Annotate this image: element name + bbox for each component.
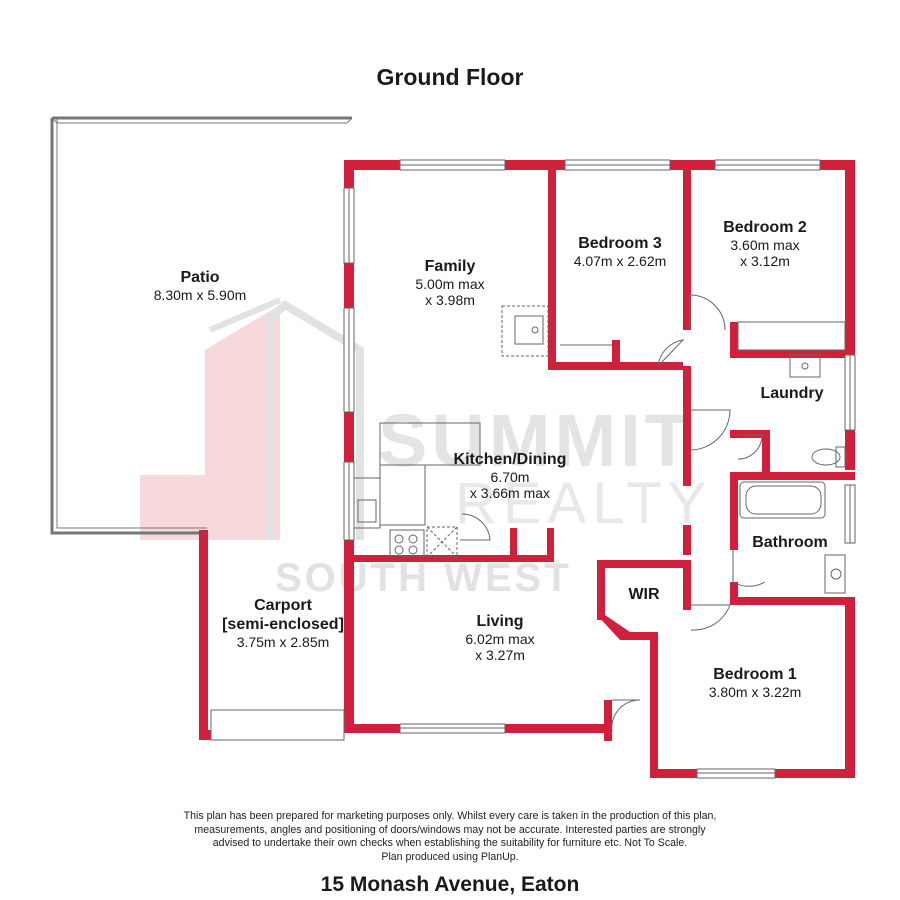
property-address: 15 Monash Avenue, Eaton [320, 873, 580, 896]
room-patio: Patio 8.30m x 5.90m [120, 268, 280, 303]
room-bathroom: Bathroom [740, 533, 840, 552]
room-bedroom-2: Bedroom 2 3.60m max x 3.12m [705, 218, 825, 269]
room-name: WIR [628, 586, 660, 603]
room-name: Carport [254, 597, 312, 614]
room-dimensions: 8.30m x 5.90m [153, 287, 247, 303]
room-dimensions: x 3.66m max [469, 485, 551, 501]
watermark-house-pink [140, 305, 280, 540]
room-name: Family [424, 258, 476, 275]
room-bedroom-3: Bedroom 3 4.07m x 2.62m [555, 234, 685, 269]
room-name: Patio [180, 269, 220, 286]
room-name: Bedroom 1 [713, 666, 797, 683]
room-name: Bathroom [752, 534, 828, 551]
windows [210, 159, 856, 779]
patio-outline [50, 116, 353, 535]
room-name: Bedroom 3 [578, 235, 662, 252]
room-bedroom-1: Bedroom 1 3.80m x 3.22m [690, 665, 820, 700]
room-family: Family 5.00m max x 3.98m [380, 257, 520, 308]
disclaimer-line: Plan produced using PlanUp. [381, 850, 519, 863]
room-name: Laundry [760, 385, 824, 402]
room-dimensions: 5.00m max [415, 276, 485, 292]
disclaimer-text: This plan has been prepared for marketin… [130, 810, 770, 864]
room-kitchen-dining: Kitchen/Dining 6.70m x 3.66m max [430, 450, 590, 501]
room-name: Bedroom 2 [723, 219, 807, 236]
watermark-realty: REALTY [455, 471, 713, 536]
room-dimensions: x 3.27m [475, 647, 525, 663]
watermark-house-outline [266, 300, 364, 540]
disclaimer-line: measurements, angles and positioning of … [194, 823, 706, 836]
room-living: Living 6.02m max x 3.27m [430, 612, 570, 663]
room-name: Kitchen/Dining [453, 451, 567, 468]
room-carport: Carport [semi-enclosed] 3.75m x 2.85m [208, 596, 358, 650]
room-dimensions: 6.02m max [465, 631, 535, 647]
disclaimer-line: This plan has been prepared for marketin… [183, 810, 717, 822]
room-dimensions: 3.80m x 3.22m [708, 684, 802, 700]
room-name: Living [476, 613, 524, 630]
room-name-qualifier: [semi-enclosed] [222, 616, 344, 633]
disclaimer-line: advised to undertake their own checks wh… [212, 837, 688, 849]
room-dimensions: 3.75m x 2.85m [236, 634, 330, 650]
watermark-south-west: SOUTH WEST [275, 556, 572, 600]
room-dimensions: x 3.98m [425, 292, 475, 308]
watermark-summit: SUMMIT [378, 399, 694, 482]
room-wir: WIR [614, 585, 674, 604]
room-laundry: Laundry [742, 384, 842, 403]
room-dimensions: 6.70m [490, 469, 530, 485]
doors [460, 294, 766, 733]
room-dimensions: 4.07m x 2.62m [573, 253, 667, 269]
floor-title: Ground Floor [376, 64, 524, 90]
room-dimensions: x 3.12m [740, 253, 790, 269]
room-dimensions: 3.60m max [730, 237, 800, 253]
fixtures [353, 305, 846, 594]
